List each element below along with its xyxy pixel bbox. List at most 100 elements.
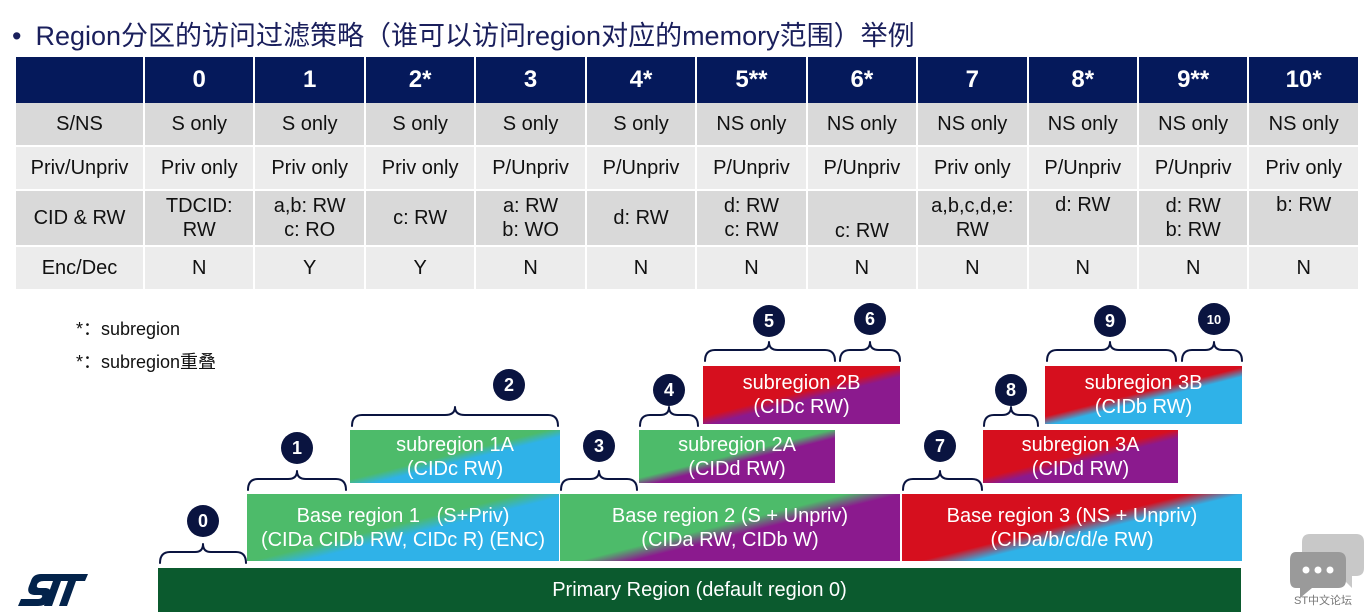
bracket-8 — [983, 406, 1039, 427]
table-row-priv: Priv/Unpriv Priv only Priv only Priv onl… — [16, 147, 1360, 191]
header-cell-7: 7 — [918, 57, 1029, 103]
base-region-3-line1: Base region 3 (NS + Unpriv) — [946, 504, 1198, 527]
sns-cell: S only — [586, 103, 698, 147]
cid-line: RW — [182, 219, 216, 241]
sns-cell: NS only — [807, 103, 919, 147]
note-subregion-overlap: *：subregion重叠 — [76, 352, 217, 372]
header-cell-3: 3 — [476, 57, 587, 103]
priv-cell: P/Unpriv — [697, 147, 808, 191]
cid-line: a,b: RW — [273, 195, 346, 217]
cid-line: c: RW — [834, 220, 889, 242]
sns-cell: NS only — [1028, 103, 1139, 147]
cid-line: a: RW — [502, 195, 559, 217]
sns-cell: S only — [365, 103, 477, 147]
subregion-2a-line2: (CIDd RW) — [688, 457, 786, 480]
enc-cell: Y — [255, 247, 366, 291]
region-policy-table: 0 1 2* 3 4* 5** 6* 7 8* 9** 10* S/NS S o… — [16, 57, 1360, 291]
cid-cell: c: RW — [807, 191, 919, 247]
bracket-4 — [639, 406, 699, 427]
base-region-1: Base region 1 (S+Priv) (CIDa CIDb RW, CI… — [247, 494, 559, 561]
cid-line: b: WO — [502, 219, 559, 241]
bracket-10 — [1181, 341, 1243, 362]
table-row-sns: S/NS S only S only S only S only S only … — [16, 103, 1360, 147]
header-cell-9: 9** — [1138, 57, 1250, 103]
cid-cell: d: RW — [1028, 191, 1139, 247]
bracket-9 — [1046, 341, 1177, 362]
row-label-priv: Priv/Unpriv — [16, 147, 146, 191]
badge-10: 10 — [1198, 303, 1230, 335]
base-region-3: Base region 3 (NS + Unpriv) (CIDa/b/c/d/… — [902, 494, 1242, 561]
subregion-3b: subregion 3B (CIDb RW) — [1045, 366, 1242, 424]
sns-cell: NS only — [697, 103, 808, 147]
header-cell-10: 10* — [1249, 57, 1360, 103]
header-cell-blank — [16, 57, 146, 103]
header-cell-2: 2* — [365, 57, 477, 103]
subregion-1a-line2: (CIDc RW) — [406, 457, 504, 480]
bracket-6 — [839, 341, 901, 362]
slide-title: • Region分区的访问过滤策略（谁可以访问region对应的memory范围）… — [12, 14, 915, 53]
priv-cell: P/Unpriv — [807, 147, 919, 191]
forum-label: ST中文论坛 — [1294, 595, 1353, 607]
cid-line: TDCID: — [165, 195, 233, 217]
chat-bubble-icon — [1290, 534, 1364, 598]
base-region-2: Base region 2 (S + Unpriv) (CIDa RW, CID… — [560, 494, 900, 561]
base-region-2-line2: (CIDa RW, CIDb W) — [641, 528, 819, 551]
subregion-3a-line2: (CIDd RW) — [1031, 457, 1130, 480]
cid-cell: c: RW — [365, 191, 477, 247]
cid-cell: TDCID:RW — [145, 191, 256, 247]
sns-cell: NS only — [1249, 103, 1360, 147]
cid-line: b: RW — [1165, 219, 1221, 241]
badge-3: 3 — [583, 430, 615, 462]
cid-line: c: RW — [724, 219, 779, 241]
badge-8: 8 — [995, 374, 1027, 406]
badge-2: 2 — [493, 369, 525, 401]
bracket-0 — [159, 543, 247, 564]
badge-9: 9 — [1094, 305, 1126, 337]
enc-cell: N — [586, 247, 698, 291]
subregion-2b: subregion 2B (CIDc RW) — [703, 366, 900, 424]
bracket-3 — [560, 470, 638, 491]
bracket-1 — [247, 470, 347, 491]
enc-cell: N — [1138, 247, 1250, 291]
badge-1: 1 — [281, 432, 313, 464]
header-cell-6: 6* — [807, 57, 919, 103]
priv-cell: Priv only — [1249, 147, 1360, 191]
title-bullet: • — [12, 21, 22, 51]
cid-line: c: RO — [284, 219, 336, 241]
cid-line: c: RW — [393, 207, 448, 229]
cid-cell: a,b,c,d,e:RW — [918, 191, 1029, 247]
enc-cell: N — [476, 247, 587, 291]
table-header-row: 0 1 2* 3 4* 5** 6* 7 8* 9** 10* — [16, 57, 1360, 103]
enc-cell: N — [807, 247, 919, 291]
enc-cell: N — [918, 247, 1029, 291]
subregion-3b-line1: subregion 3B — [1084, 372, 1203, 394]
cid-cell: d: RW — [586, 191, 698, 247]
row-label-cid: CID & RW — [16, 191, 146, 247]
row-label-sns: S/NS — [16, 103, 146, 147]
base-region-1-line2: (CIDa CIDb RW, CIDc R) (ENC) — [260, 528, 546, 551]
st-logo-icon — [18, 574, 88, 606]
priv-cell: P/Unpriv — [476, 147, 587, 191]
priv-cell: Priv only — [918, 147, 1029, 191]
subregion-2a: subregion 2A (CIDd RW) — [639, 430, 835, 483]
cid-line: d: RW — [613, 207, 669, 229]
cid-line: a,b,c,d,e: — [931, 195, 1014, 217]
table-row-enc: Enc/Dec N Y Y N N N N N N N N — [16, 247, 1360, 291]
base-region-1-line1: Base region 1 (S+Priv) — [296, 504, 510, 527]
enc-cell: N — [697, 247, 808, 291]
header-cell-0: 0 — [145, 57, 256, 103]
enc-cell: N — [1028, 247, 1139, 291]
title-text: Region分区的访问过滤策略（谁可以访问region对应的memory范围）举… — [35, 21, 915, 51]
badge-7: 7 — [924, 430, 956, 462]
cid-line: b: RW — [1276, 194, 1332, 216]
enc-cell: N — [145, 247, 256, 291]
cid-line: d: RW — [723, 195, 780, 217]
bracket-7 — [902, 470, 983, 491]
sns-cell: S only — [145, 103, 256, 147]
badge-5: 5 — [753, 305, 785, 337]
